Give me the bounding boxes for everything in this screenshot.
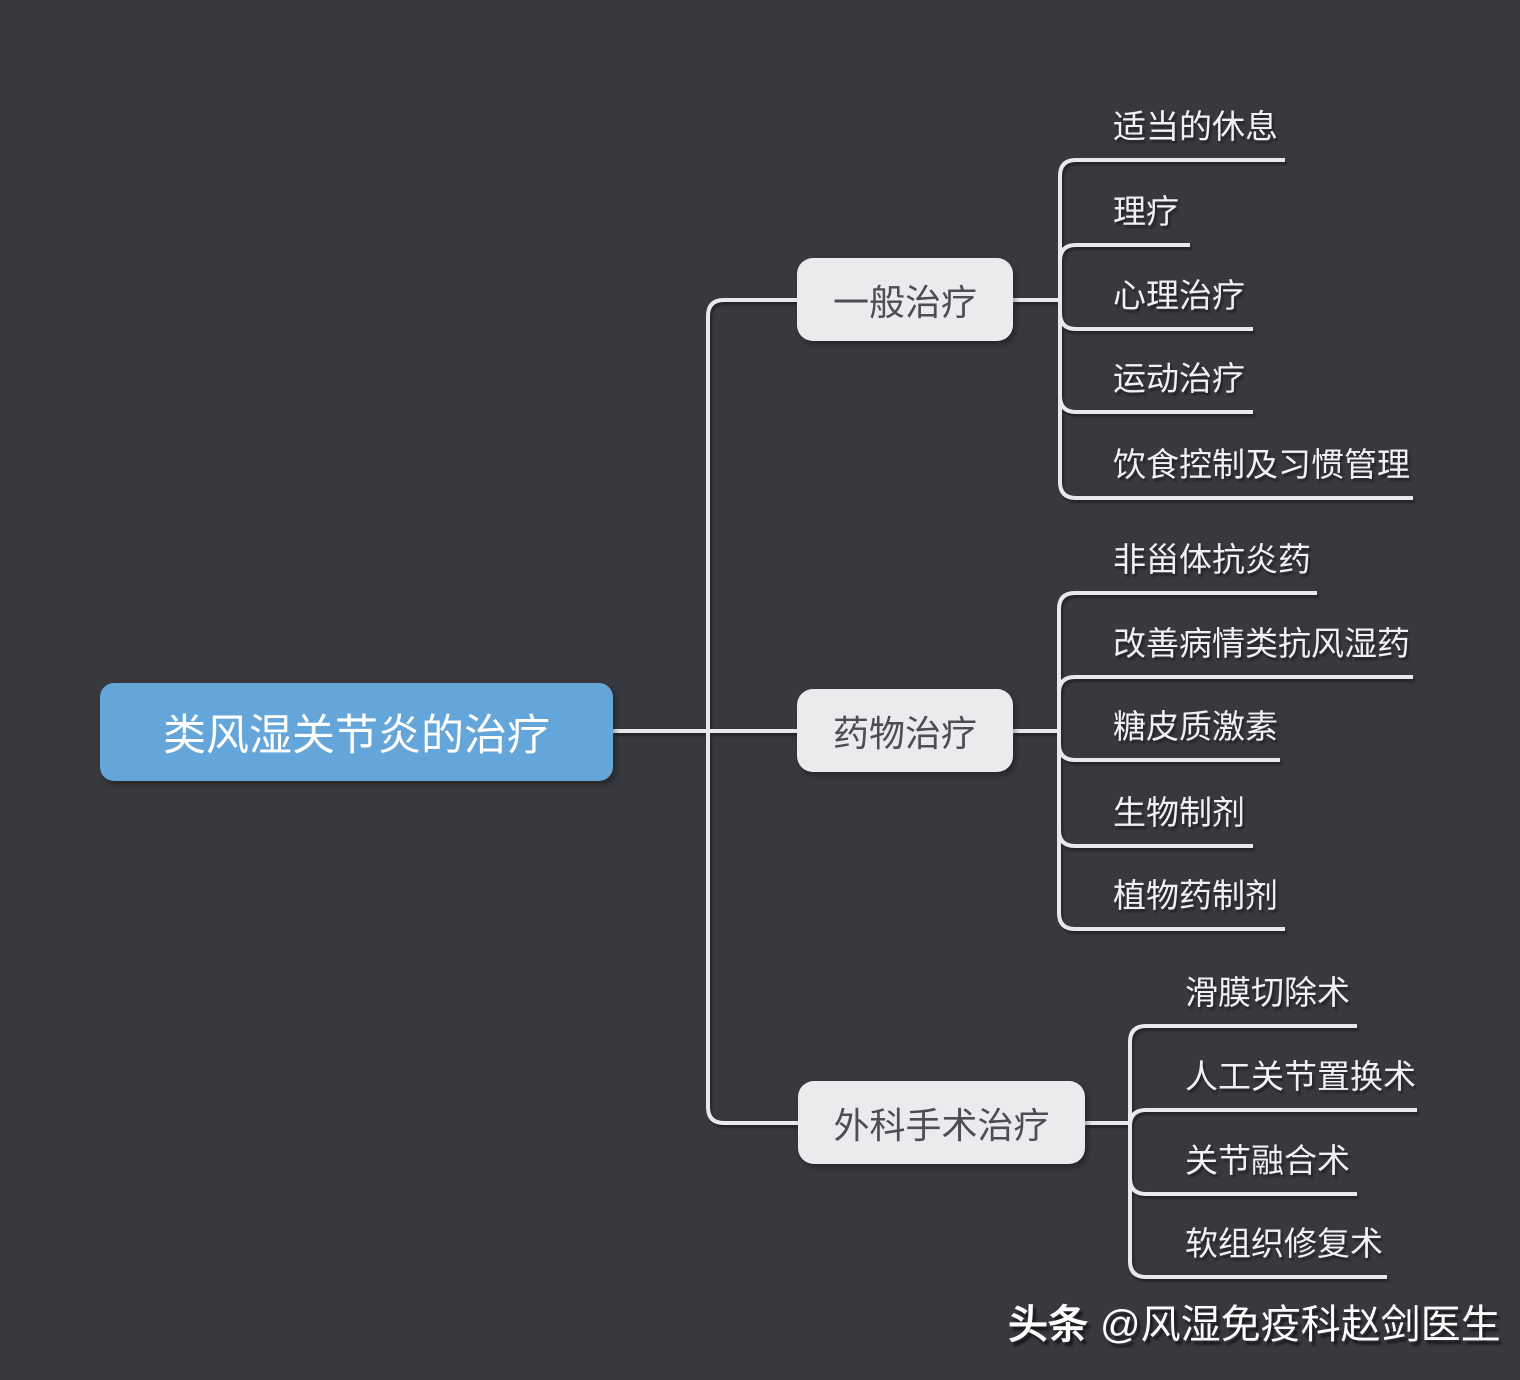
branch-node-label: 药物治疗: [832, 712, 977, 754]
leaf-node[interactable]: 运动治疗: [1113, 360, 1245, 397]
leaf-node[interactable]: 软组织修复术: [1185, 1225, 1383, 1262]
branch-node-label: 外科手术治疗: [833, 1104, 1050, 1146]
leaf-node[interactable]: 适当的休息: [1113, 108, 1278, 145]
leaf-node[interactable]: 生物制剂: [1113, 794, 1245, 831]
branch-node-label: 一般治疗: [832, 281, 977, 323]
root-node[interactable]: 类风湿关节炎的治疗: [100, 683, 613, 781]
leaf-node[interactable]: 非甾体抗炎药: [1113, 541, 1311, 578]
leaf-node[interactable]: 人工关节置换术: [1185, 1058, 1416, 1095]
leaf-node[interactable]: 饮食控制及习惯管理: [1113, 446, 1410, 483]
root-node-label: 类风湿关节炎的治疗: [163, 712, 550, 760]
leaf-node[interactable]: 糖皮质激素: [1113, 708, 1278, 745]
connector-trunk: [613, 298, 798, 1125]
watermark-brand: 头条: [1008, 1303, 1088, 1347]
leaf-node[interactable]: 关节融合术: [1185, 1142, 1350, 1179]
branch-node-surgical-treatment[interactable]: 外科手术治疗: [798, 1081, 1085, 1164]
watermark: 头条 @风湿免疫科赵剑医生: [1008, 1300, 1501, 1350]
connector-branch-2: [1013, 591, 1413, 931]
connector-branch-1: [1013, 158, 1413, 500]
connector-branch-3: [1085, 1024, 1417, 1279]
branch-node-drug-treatment[interactable]: 药物治疗: [797, 689, 1013, 772]
leaf-node[interactable]: 理疗: [1113, 193, 1179, 230]
leaf-node[interactable]: 植物药制剂: [1113, 877, 1278, 914]
leaf-node[interactable]: 心理治疗: [1113, 277, 1245, 314]
watermark-handle: @风湿免疫科赵剑医生: [1100, 1303, 1501, 1347]
branch-node-general-treatment[interactable]: 一般治疗: [797, 258, 1013, 341]
leaf-node[interactable]: 滑膜切除术: [1185, 974, 1350, 1011]
leaf-node[interactable]: 改善病情类抗风湿药: [1113, 625, 1410, 662]
